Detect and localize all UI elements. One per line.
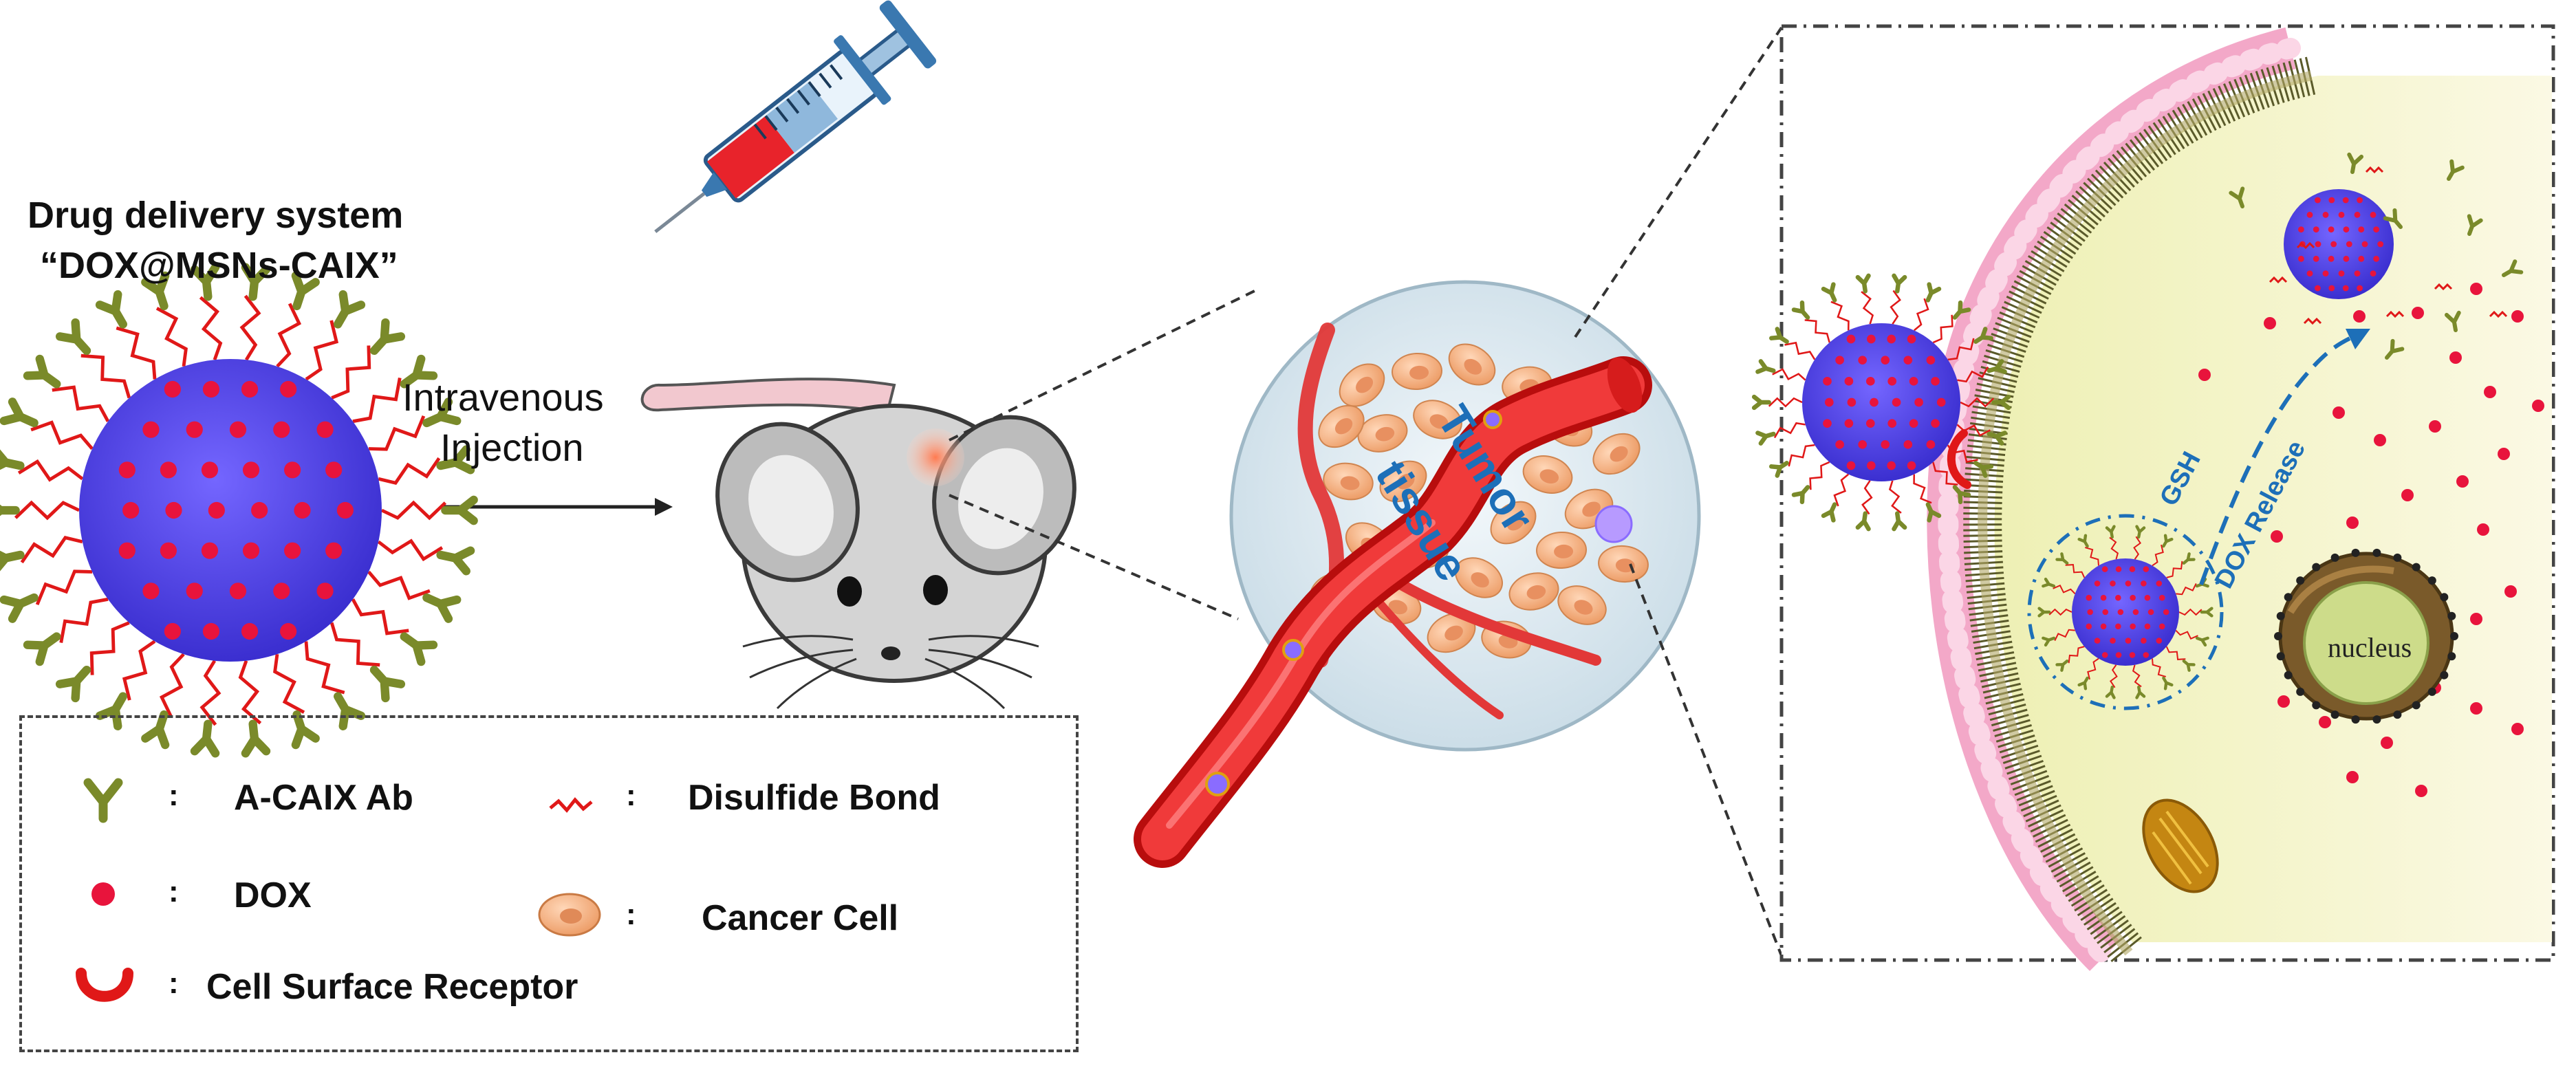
- legend-disulfide-icon: [549, 797, 593, 813]
- legend-cancer-cell-icon: [538, 893, 601, 937]
- system-title-line1: Drug delivery system: [28, 195, 404, 236]
- legend-colon: :: [626, 898, 636, 931]
- legend-colon: :: [169, 779, 179, 812]
- legend-label-antibody: A-CAIX Ab: [234, 778, 413, 818]
- legend-label-disulfide: Disulfide Bond: [688, 778, 940, 818]
- mouse-illustration: [640, 378, 1076, 710]
- cell-membrane-section: [1927, 27, 2552, 971]
- nucleus: [2274, 548, 2458, 724]
- legend-box: [19, 715, 1079, 1052]
- blood-vessel: [1134, 356, 1652, 868]
- injection-label-line2: Injection: [440, 426, 584, 469]
- legend-label-dox: DOX: [234, 875, 312, 915]
- release-arrow: [2199, 329, 2370, 586]
- legend-label-receptor: Cell Surface Receptor: [206, 967, 578, 1007]
- nanoparticle-outside-cell: [1751, 273, 2011, 532]
- zoom-lines-2: [1574, 26, 1783, 957]
- legend-receptor-icon: [76, 968, 133, 1002]
- system-title-line2: “DOX@MSNs-CAIX”: [40, 245, 398, 286]
- legend-antibody-icon: [83, 778, 123, 823]
- syringe-icon: [654, 0, 937, 233]
- nucleus-label: nucleus: [2328, 632, 2412, 663]
- legend-label-cancer-cell: Cancer Cell: [702, 898, 899, 938]
- mitochondrion: [2142, 798, 2219, 893]
- zoom-lines-1: [949, 287, 1259, 620]
- endosome: [2027, 514, 2224, 710]
- legend-colon: :: [169, 875, 179, 909]
- legend-dox-icon: [91, 882, 115, 906]
- injection-arrow: [440, 498, 673, 516]
- injection-label-line1: Intravenous: [402, 376, 604, 419]
- nanoparticle-large: [0, 263, 478, 758]
- legend-colon: :: [169, 966, 179, 1000]
- legend-colon: :: [626, 779, 636, 812]
